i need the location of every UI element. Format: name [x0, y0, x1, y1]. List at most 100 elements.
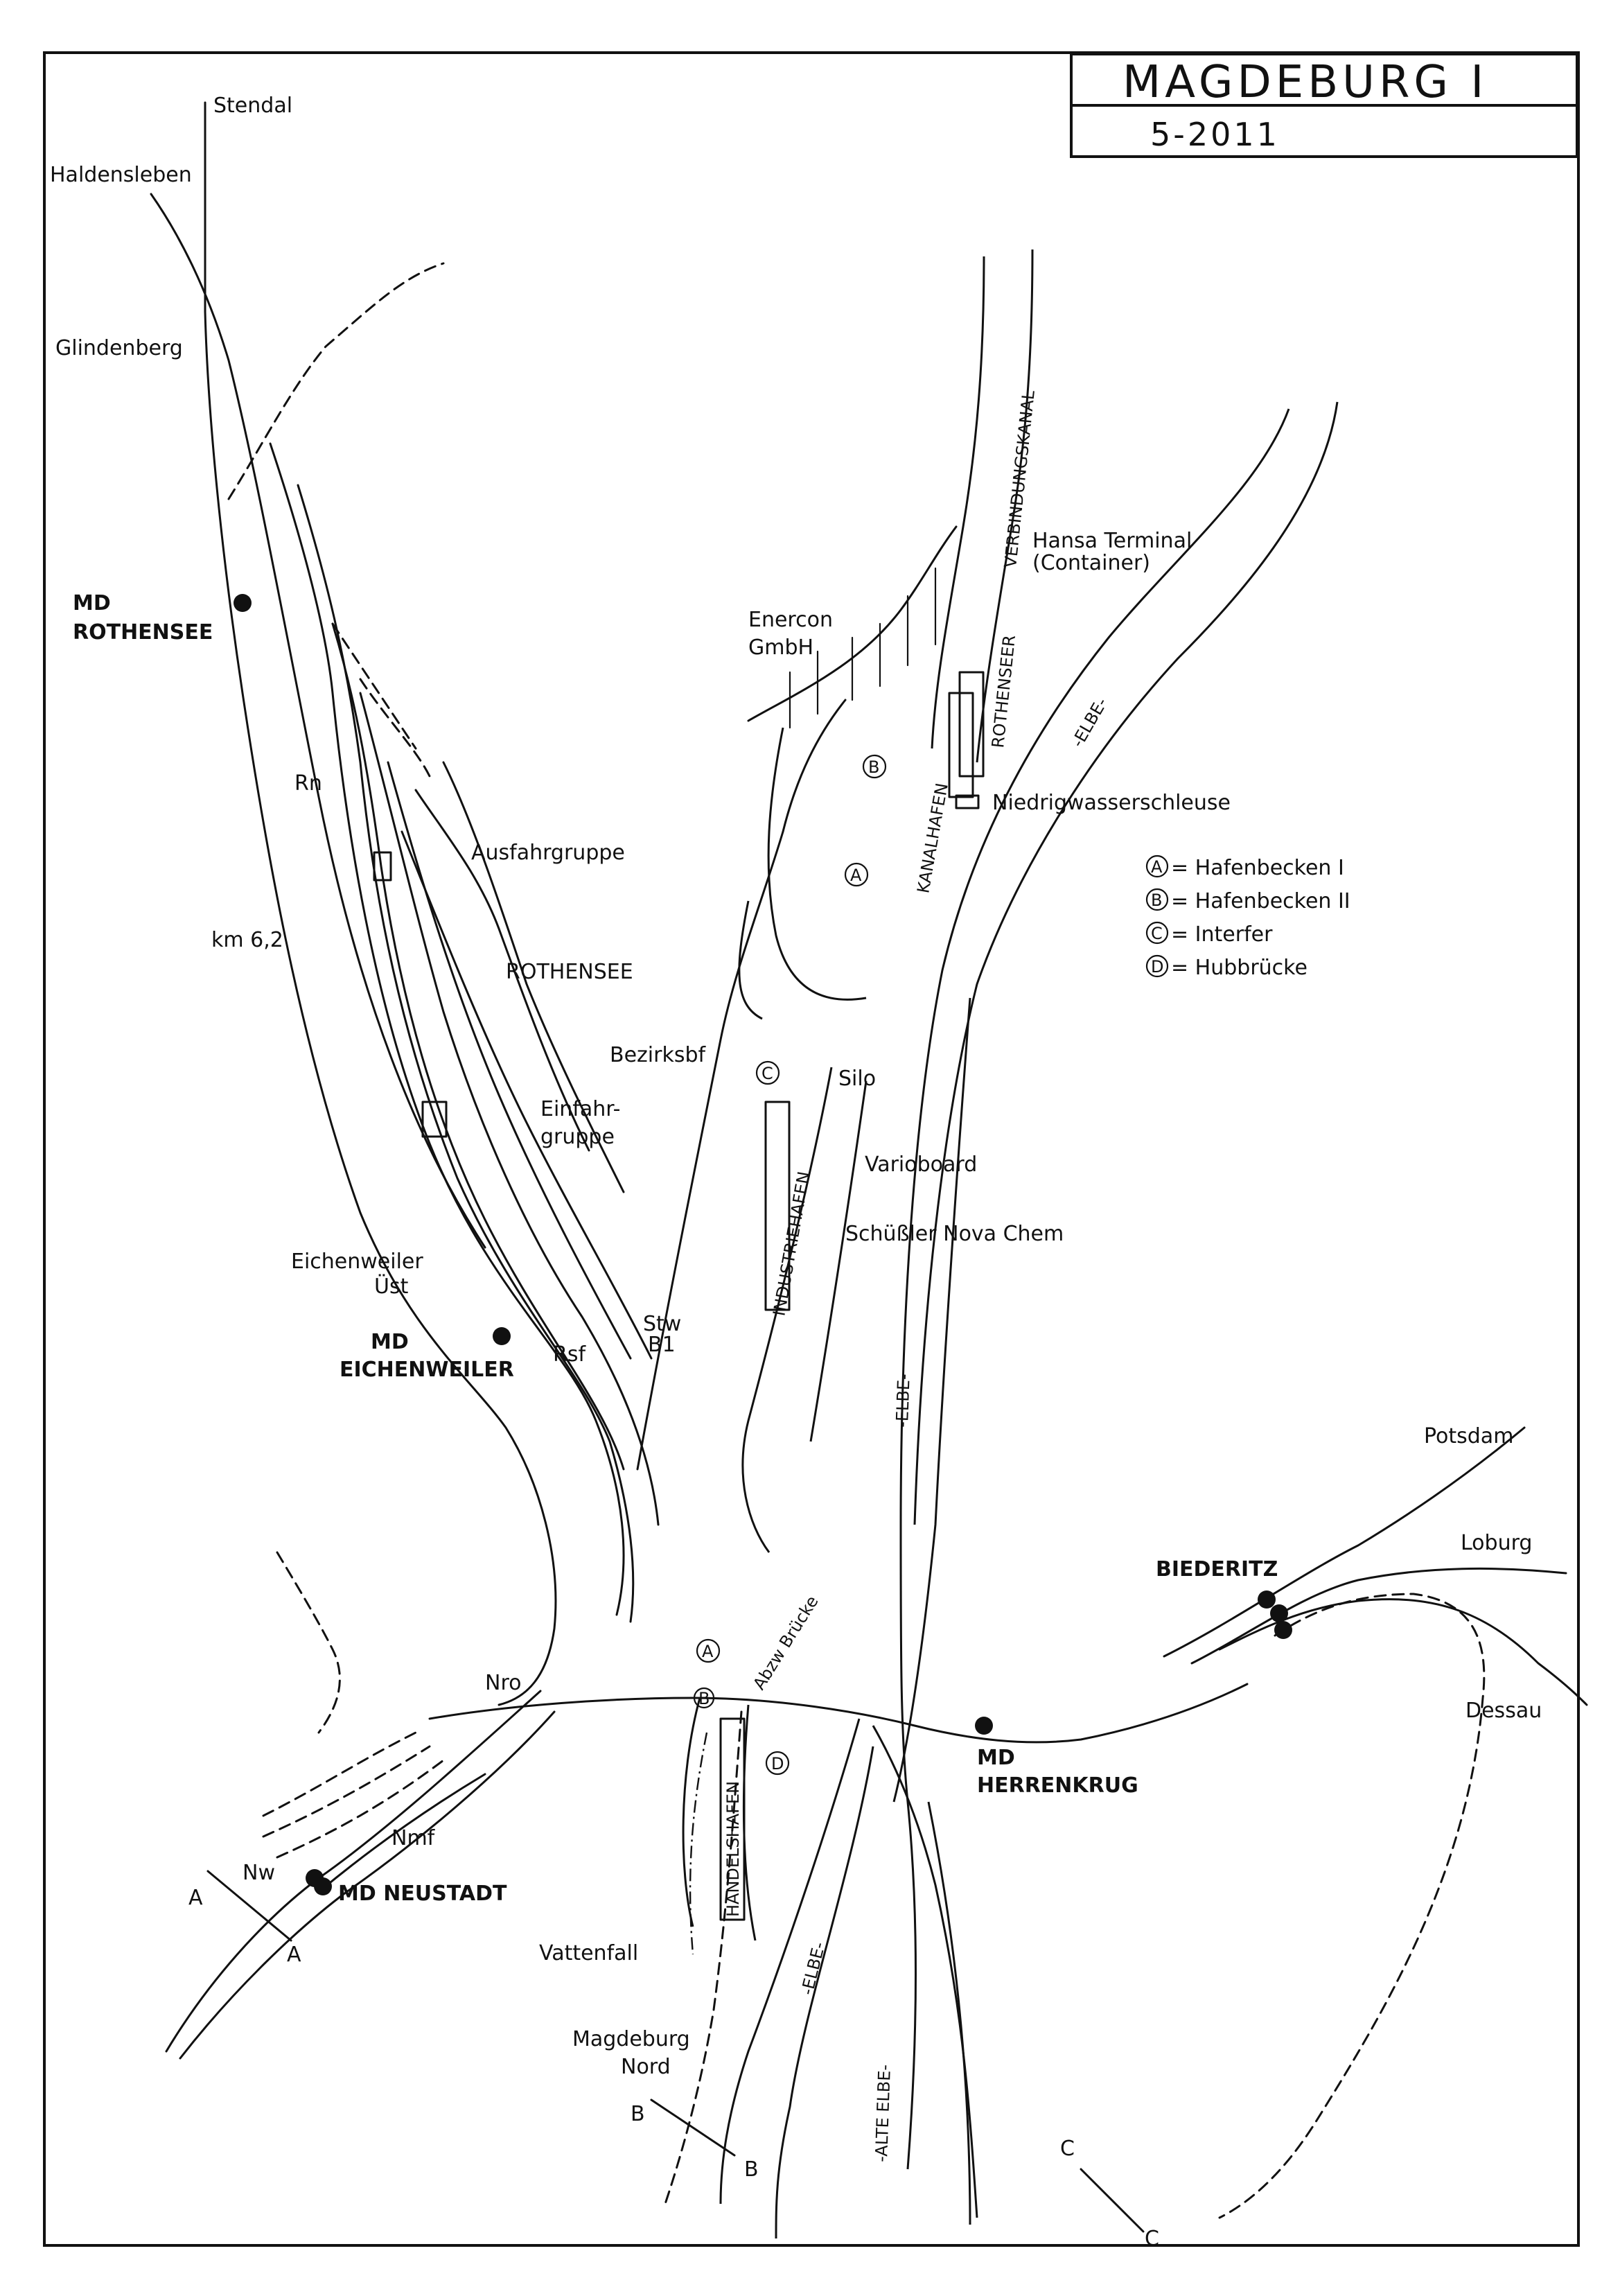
dashed-branch-yard [331, 622, 417, 750]
marker-a-text-1: A [850, 866, 862, 885]
kanalhafen-block [948, 692, 974, 798]
title-box: MAGDEBURG I 5-2011 [1070, 53, 1578, 158]
label-nw: Nw [243, 1861, 275, 1885]
map-frame [43, 51, 1580, 2247]
map-date: 5-2011 [1150, 116, 1280, 153]
label-nmf: Nmf [391, 1826, 436, 1850]
stendal-mainline [204, 101, 557, 1706]
niedrigwasserschleuse-block [955, 794, 980, 809]
marker-a-circle-2 [696, 1638, 721, 1663]
elbe-right-bank [899, 408, 1290, 2170]
loburg-line [1190, 1567, 1567, 1665]
station-dot-eichenweiler [493, 1327, 511, 1345]
map-markers: B A C A B D [693, 754, 887, 1776]
svg-text:D: D [1151, 957, 1163, 976]
label-rsf: Rsf [553, 1342, 586, 1367]
station-dot-biederitz-1 [1258, 1590, 1276, 1609]
handelshafen-block [719, 1717, 746, 1921]
text-labels: Stendal Haldensleben Glindenberg MD ROTH… [50, 94, 1542, 2251]
label-md-eichenweiler-2: EICHENWEILER [340, 1358, 514, 1382]
elbe-far-bank [913, 401, 1339, 1525]
rivers [682, 249, 1339, 2239]
harbour-connector-line [636, 830, 784, 1471]
label-cut-b-2: B [744, 2157, 759, 2182]
marker-c-circle [755, 1060, 780, 1085]
label-cut-c-2: C [1145, 2227, 1159, 2251]
label-dessau: Dessau [1465, 1699, 1542, 1723]
station-dot-biederitz-2 [1270, 1604, 1288, 1622]
verbindungskanal-left-bank [931, 256, 985, 749]
label-glindenberg: Glindenberg [55, 336, 183, 360]
svg-text:B: B [1151, 891, 1162, 910]
marker-b-text: B [868, 757, 879, 777]
marker-b-small-circle [693, 1687, 715, 1709]
label-niedrigwasserschleuse: Niedrigwasserschleuse [992, 791, 1231, 815]
potsdam-line [1163, 1426, 1526, 1658]
yard-building-1 [373, 851, 392, 882]
cut-line-c [1080, 2168, 1145, 2233]
label-schuessler: Schüßler Nova Chem [845, 1222, 1064, 1246]
label-abzw-bruecke: Abzw Brücke [749, 1593, 822, 1693]
label-rn: Rn [294, 771, 322, 796]
marker-b-small-text: B [698, 1689, 710, 1708]
label-elbe-north: -ELBE- [1068, 694, 1111, 751]
legend-item-b: B = Hafenbecken II [1145, 888, 1350, 913]
label-enercon-2: GmbH [748, 636, 813, 660]
label-elbe-mid: -ELBE- [892, 1374, 914, 1428]
yard-track-3 [331, 622, 625, 1471]
label-einfahr-1: Einfahr- [540, 1097, 621, 1121]
dashed-line-c [1218, 1593, 1486, 2219]
herrenkrug-mainline [428, 1683, 1249, 1744]
label-eichenweiler-ust-2: Üst [374, 1274, 409, 1299]
label-stw-1: Stw [643, 1312, 681, 1336]
legend-item-d: D = Hubbrücke [1145, 954, 1308, 980]
elbe-lower-left-bank [719, 1718, 861, 2205]
svg-text:A: A [1151, 857, 1163, 877]
label-vattenfall: Vattenfall [539, 1941, 638, 1965]
label-stendal: Stendal [213, 94, 292, 118]
station-dot-rothensee [234, 594, 252, 612]
industriehafen-left-bank [741, 1067, 833, 1553]
neustadt-line-2 [179, 1710, 556, 2060]
station-dot-herrenkrug [975, 1717, 993, 1735]
dashed-branch-north [227, 262, 445, 500]
elbe-lower-mid-bank [775, 1746, 874, 2239]
dashed-line-neustadt-north [276, 1551, 341, 1734]
label-md-rothensee-1: MD [73, 591, 111, 615]
label-hansa-2: (Container) [1032, 551, 1150, 575]
label-cut-a-2: A [287, 1943, 301, 1967]
kanalhafen-spur [782, 699, 847, 833]
label-cut-b-1: B [631, 2102, 645, 2126]
marker-d-text: D [771, 1754, 784, 1773]
dashed-siding-3 [276, 1759, 445, 1859]
label-ausfahrgruppe: Ausfahrgruppe [471, 841, 625, 865]
station-dots [234, 594, 1292, 1895]
label-md-herrenkrug-2: HERRENKRUG [977, 1773, 1138, 1798]
industriehafen-right-bank [809, 1080, 868, 1442]
label-cut-c-1: C [1060, 2137, 1075, 2161]
label-enercon-1: Enercon [748, 608, 833, 632]
marker-b-circle [862, 754, 887, 779]
marker-a-circle-1 [844, 862, 869, 887]
marker-d-circle [765, 1751, 790, 1776]
label-md-rothensee-2: ROTHENSEE [73, 620, 213, 645]
cut-lines [206, 1870, 1145, 2233]
svg-text:= Hafenbecken II: = Hafenbecken II [1171, 889, 1350, 913]
svg-text:= Hubbrücke: = Hubbrücke [1171, 956, 1308, 980]
alte-elbe-inner-bank [872, 1725, 978, 2218]
yard-track-2 [297, 484, 635, 1623]
label-stw-2: B1 [648, 1333, 676, 1357]
label-einfahr-2: gruppe [540, 1125, 615, 1149]
yard-track-6 [400, 830, 653, 1360]
railway-tracks [150, 101, 1588, 2219]
yard-building-2 [421, 1101, 448, 1138]
marker-c-text: C [761, 1064, 773, 1083]
svg-text:C: C [1151, 924, 1163, 943]
nmf-connector [317, 1773, 486, 1893]
label-rothensee-yard: ROTHENSEE [506, 960, 633, 984]
label-hansa-1: Hansa Terminal [1032, 529, 1192, 553]
magdeburg-nord-dashed [664, 1710, 743, 2205]
rothenseer-block [958, 671, 985, 778]
yard-track-5 [387, 761, 632, 1360]
